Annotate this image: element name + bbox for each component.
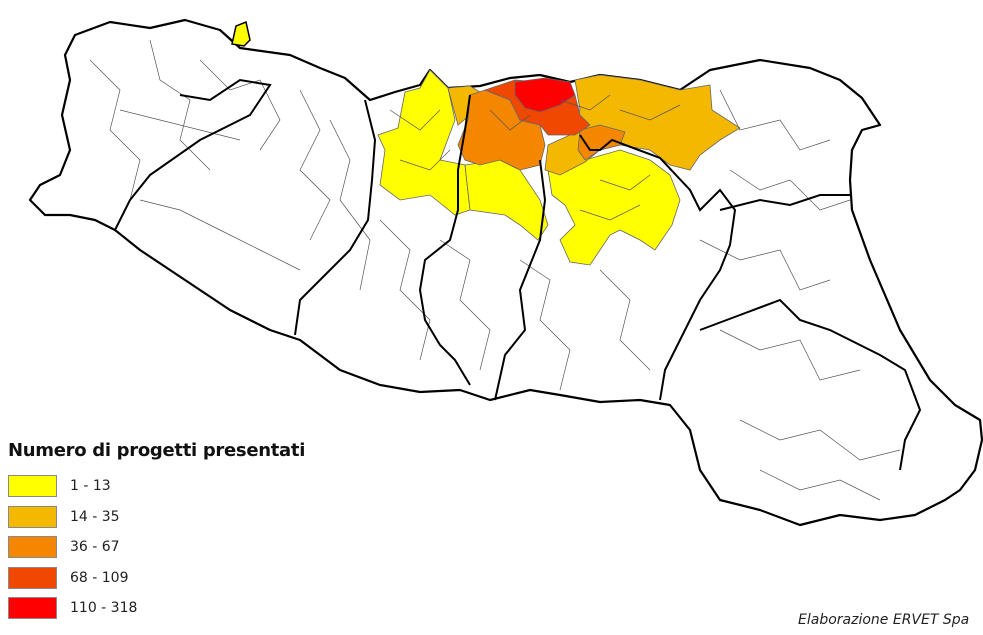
legend-swatch — [8, 505, 57, 528]
legend-label: 110 - 318 — [70, 600, 138, 617]
legend-title: Numero di progetti presentati — [8, 440, 306, 461]
area-class-1 — [547, 149, 681, 266]
legend: Numero di progetti presentati 1 - 13 14 -… — [8, 440, 305, 624]
province-boundary — [418, 94, 471, 386]
province-boundary — [494, 159, 547, 401]
legend-swatch — [8, 475, 57, 498]
legend-label: 1 - 13 — [70, 478, 111, 495]
province-boundary — [579, 134, 737, 401]
province-boundary — [294, 99, 377, 336]
legend-item: 36 - 67 — [8, 532, 305, 563]
legend-label: 36 - 67 — [70, 539, 120, 556]
legend-item: 110 - 318 — [8, 593, 305, 624]
municipal-boundary — [389, 94, 681, 221]
legend-swatch — [8, 566, 57, 589]
province-boundaries — [114, 78, 922, 471]
legend-item: 14 - 35 — [8, 502, 305, 533]
province-boundary — [699, 298, 922, 471]
area-class-5 — [514, 77, 576, 113]
enclave — [231, 20, 251, 47]
legend-swatch — [8, 536, 57, 559]
municipal-boundary — [89, 39, 331, 271]
municipal-boundary — [699, 89, 901, 501]
province-boundary — [114, 78, 272, 231]
province-boundary — [719, 194, 850, 211]
municipal-boundaries — [89, 39, 901, 501]
legend-item: 1 - 13 — [8, 471, 305, 502]
legend-item: 68 - 109 — [8, 563, 305, 594]
credit-text: Elaborazione ERVET Spa — [798, 612, 970, 628]
legend-items: 1 - 13 14 - 35 36 - 67 68 - 109 110 - 318 — [8, 471, 305, 624]
area-class-3 — [577, 124, 626, 161]
legend-label: 68 - 109 — [70, 569, 129, 586]
legend-swatch — [8, 597, 57, 620]
legend-label: 14 - 35 — [70, 508, 120, 525]
municipal-boundary — [329, 119, 651, 391]
